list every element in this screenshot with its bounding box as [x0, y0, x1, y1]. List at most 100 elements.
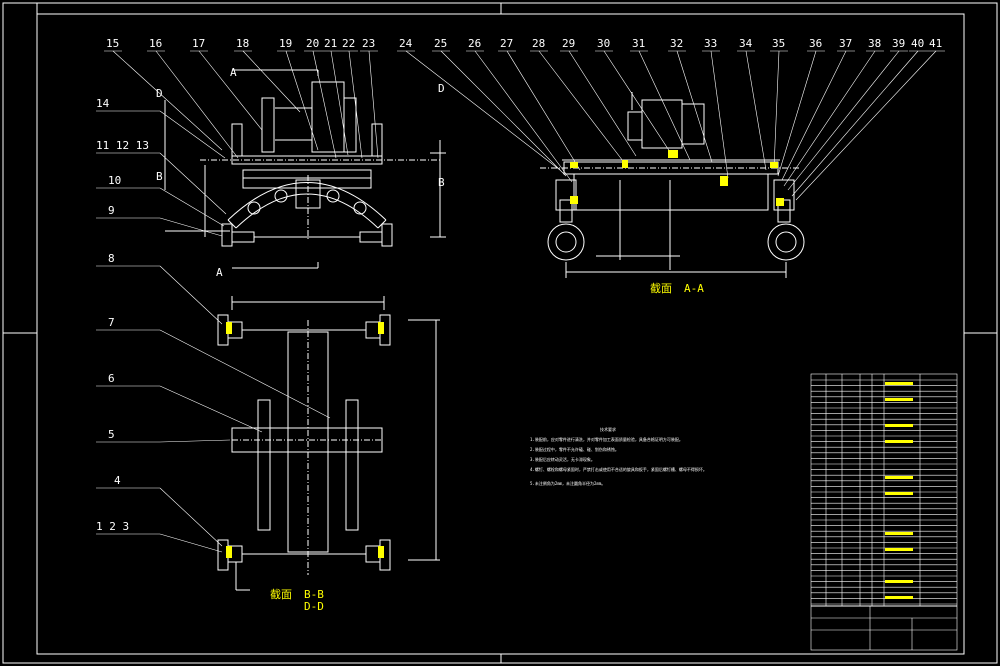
front-view	[164, 69, 446, 269]
section-bb-view	[217, 296, 440, 591]
leader-line	[159, 152, 227, 215]
leader-line	[710, 50, 729, 179]
leader-line	[330, 50, 349, 156]
section-mark-a-top: A	[230, 66, 237, 79]
balloon-left-0: 14	[96, 97, 110, 110]
leader-line	[198, 50, 263, 131]
parts-list-highlight	[885, 532, 913, 535]
balloon-24: 24	[399, 37, 413, 50]
balloon-34: 34	[739, 37, 753, 50]
section-aa-title: 截面 A-A	[650, 281, 704, 295]
leader-line	[155, 50, 239, 159]
tech-req-line-3: 3.装配后应转动灵活，无卡滞现象。	[530, 456, 595, 462]
balloon-21: 21	[324, 37, 337, 50]
leader-line	[312, 50, 337, 159]
parts-list-highlight	[885, 476, 913, 479]
parts-list-highlight	[885, 596, 913, 599]
leader-line	[285, 50, 319, 151]
balloon-left-5: 7	[108, 316, 115, 329]
tech-req-line-4: 4.螺钉、螺栓和螺母紧固时，严禁打击或使用不合适的旋具和扳手，紧固后螺钉槽、螺母…	[530, 466, 707, 472]
balloon-17: 17	[192, 37, 205, 50]
balloon-36: 36	[809, 37, 822, 50]
leader-line	[159, 110, 226, 159]
balloon-left-6: 6	[108, 372, 115, 385]
section-bb-highlights	[226, 322, 384, 558]
balloon-18: 18	[236, 37, 249, 50]
leader-line	[538, 50, 627, 166]
leader-line	[787, 50, 900, 191]
section-mark-b-right: B	[438, 176, 445, 189]
leader-line	[568, 50, 637, 157]
balloon-33: 33	[704, 37, 717, 50]
balloon-left-1: 11 12 13	[96, 139, 149, 152]
section-aa-label-cn: 截面	[650, 281, 672, 295]
balloon-25: 25	[434, 37, 447, 50]
tech-req-line-5: 5.未注倒角为2mm，未注圆角半径为2mm。	[530, 480, 605, 486]
technical-requirements: 技术要求 1.装配前，应对零件进行清洗，并对零件加工表面质量检验，具备合格证明方…	[530, 426, 707, 486]
leader-line	[159, 439, 231, 443]
leader-line	[474, 50, 573, 183]
parts-list-highlight	[885, 440, 913, 443]
leader-line	[506, 50, 581, 171]
balloon-22: 22	[342, 37, 355, 50]
tech-req-line-1: 1.装配前，应对零件进行清洗，并对零件加工表面质量检验，具备合格证明方可装配。	[530, 436, 683, 442]
parts-list-highlight	[885, 580, 913, 583]
section-dd-label-code: D-D	[304, 600, 324, 613]
balloon-left-3: 9	[108, 204, 115, 217]
leader-line	[159, 329, 331, 419]
parts-list-highlight	[885, 398, 913, 401]
tech-req-line-2: 2.装配过程中，零件不允许磕、碰、划伤和锈蚀。	[530, 446, 619, 452]
section-mark-b-left: B	[156, 170, 163, 183]
balloon-37: 37	[839, 37, 852, 50]
balloon-28: 28	[532, 37, 545, 50]
leader-line	[440, 50, 567, 177]
balloon-26: 26	[468, 37, 481, 50]
leader-line	[791, 50, 919, 197]
section-mark-d-left: D	[156, 87, 163, 100]
leader-line	[773, 50, 780, 169]
balloon-35: 35	[772, 37, 785, 50]
parts-list-highlight	[885, 382, 913, 385]
leader-line	[159, 487, 223, 547]
tech-req-title: 技术要求	[600, 426, 616, 432]
parts-list-highlight	[885, 492, 913, 495]
balloon-19: 19	[279, 37, 292, 50]
leader-line	[112, 50, 223, 151]
balloon-39: 39	[892, 37, 905, 50]
balloon-16: 16	[149, 37, 162, 50]
section-mark-a-bottom: A	[216, 266, 223, 279]
balloon-32: 32	[670, 37, 683, 50]
section-aa-label-code: A-A	[684, 282, 704, 295]
leader-line	[242, 50, 301, 113]
balloon-29: 29	[562, 37, 575, 50]
balloon-40: 40	[911, 37, 924, 50]
section-bb-label-cn: 截面	[270, 587, 292, 601]
leader-line	[781, 50, 847, 181]
section-bb-label-code: B-B	[304, 588, 324, 601]
leader-line	[159, 265, 223, 325]
parts-list-highlight	[885, 424, 913, 427]
section-aa-highlights	[570, 150, 784, 206]
balloon-left-9: 1 2 3	[96, 520, 129, 533]
leader-line	[795, 50, 937, 201]
leader-line	[159, 385, 263, 433]
leader-line	[159, 217, 223, 237]
leader-line	[159, 533, 223, 553]
balloon-left-8: 4	[114, 474, 121, 487]
leader-line	[676, 50, 713, 163]
balloon-15: 15	[106, 37, 119, 50]
balloon-30: 30	[597, 37, 610, 50]
section-bb-title: 截面 B-B D-D	[270, 587, 324, 613]
balloon-38: 38	[868, 37, 881, 50]
section-aa-view	[540, 92, 805, 278]
leader-line	[783, 50, 876, 187]
balloon-31: 31	[632, 37, 645, 50]
leader-line	[777, 50, 817, 177]
leader-line	[603, 50, 673, 156]
section-mark-d-right: D	[438, 82, 445, 95]
leader-line	[368, 50, 379, 159]
